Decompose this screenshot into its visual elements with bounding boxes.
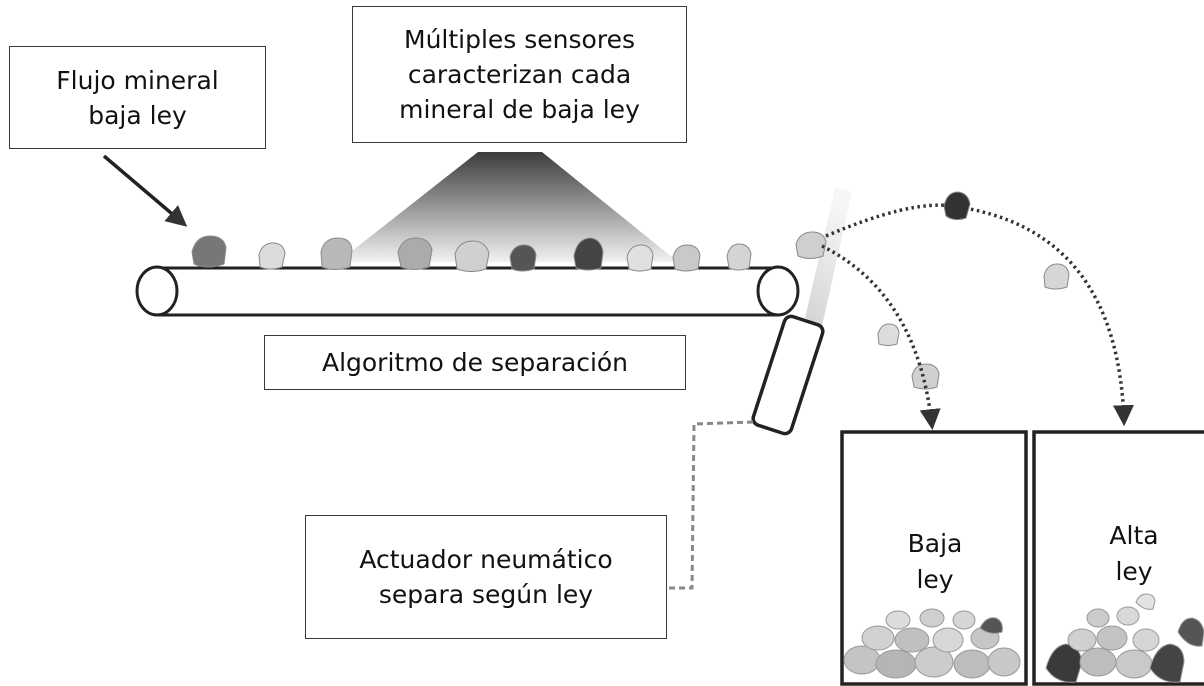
ore-rocks-in-flight — [795, 191, 1137, 531]
bin-label-alta-ley: Alta ley — [1098, 518, 1170, 590]
rock-trajectories — [821, 203, 1134, 431]
label-algoritmo: Algoritmo de separación — [264, 335, 686, 390]
pneumatic-actuator — [751, 314, 825, 436]
actuator-air-jet — [805, 188, 852, 326]
bin-baja-ley — [840, 430, 1028, 686]
conveyor-belt — [135, 265, 800, 317]
actuator-signal-line — [665, 420, 754, 590]
bin-label-baja-ley: Baja ley — [896, 526, 974, 598]
label-flujo-mineral: Flujo mineral baja ley — [9, 46, 266, 149]
ore-rocks-on-belt — [191, 235, 752, 272]
sensor-field-cone — [338, 152, 678, 262]
label-sensores: Múltiples sensores caracterizan cada min… — [352, 6, 687, 143]
label-actuador: Actuador neumático separa según ley — [305, 515, 667, 639]
input-flow-arrow — [102, 154, 188, 227]
